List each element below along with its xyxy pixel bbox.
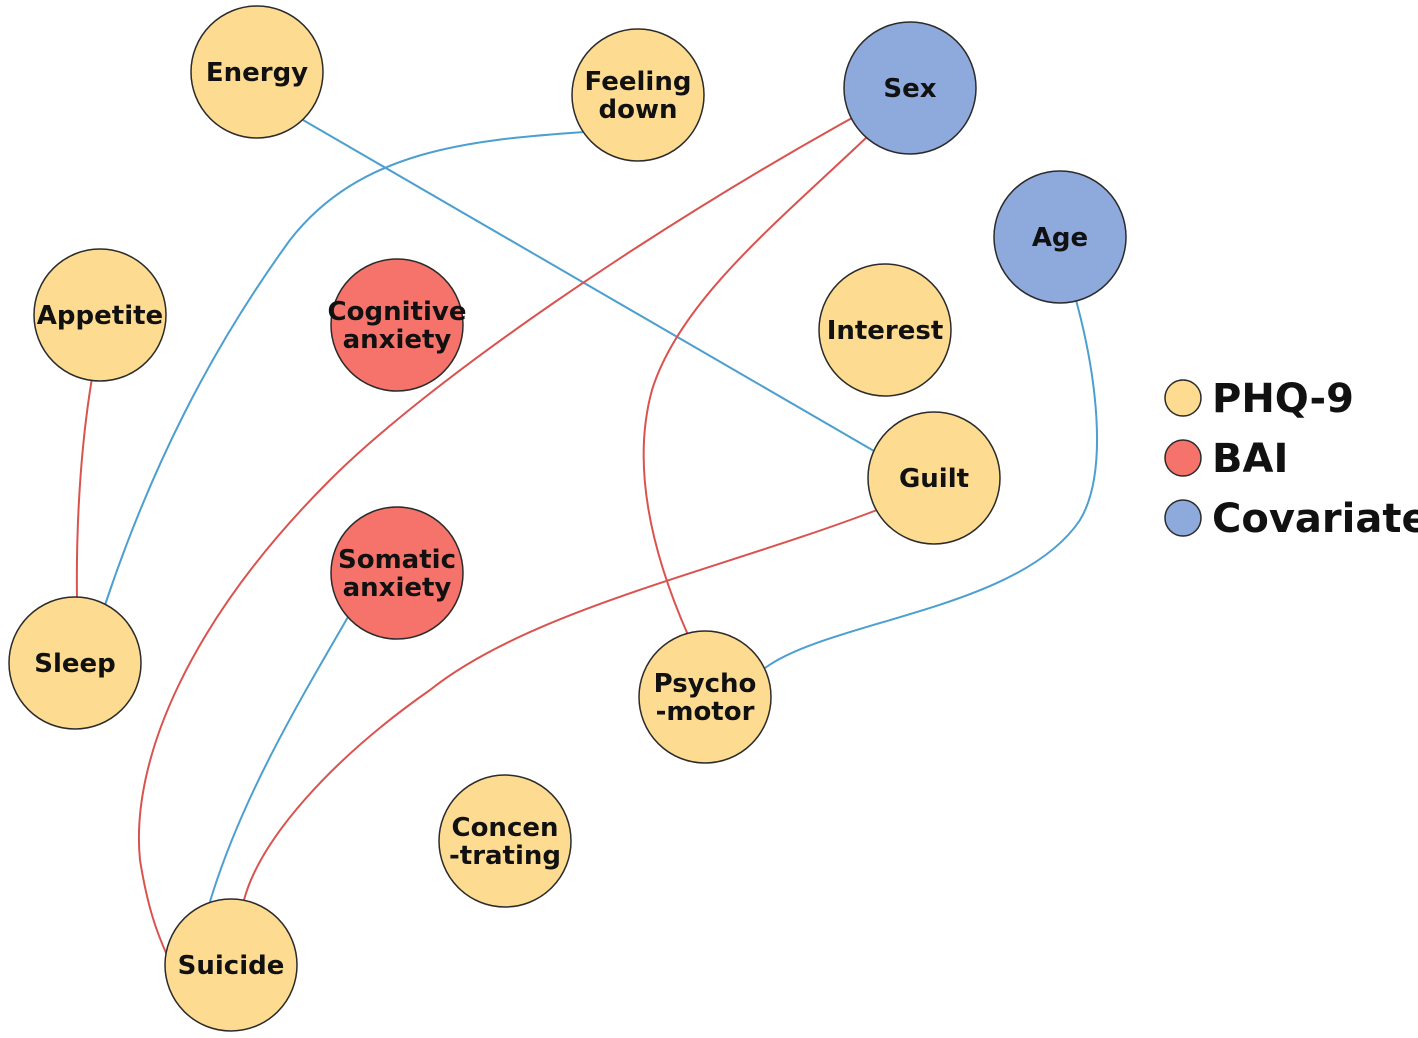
node-label: Suicide	[178, 951, 285, 981]
node-circle	[164, 898, 298, 1032]
legend-swatch	[1164, 499, 1202, 537]
node-label: anxiety	[343, 325, 452, 355]
node-sex: Sex	[843, 21, 977, 155]
node-label: Energy	[206, 58, 308, 88]
node-label: -trating	[449, 841, 561, 871]
edges-layer	[75, 117, 1098, 956]
legend-label: BAI	[1212, 436, 1288, 482]
node-circle	[867, 411, 1001, 545]
node-circle	[993, 170, 1127, 304]
node-suicide: Suicide	[164, 898, 298, 1032]
node-circle	[818, 263, 952, 397]
node-label: down	[598, 95, 677, 125]
node-circle	[843, 21, 977, 155]
node-circle	[638, 630, 772, 764]
node-label: Sex	[883, 74, 936, 104]
node-circle	[330, 258, 464, 392]
node-age: Age	[993, 170, 1127, 304]
node-label: Interest	[827, 316, 944, 346]
node-label: Psycho	[654, 669, 757, 699]
node-circle	[330, 506, 464, 640]
legend-item: Covariate	[1164, 496, 1418, 542]
node-concentrating: Concen-trating	[438, 774, 572, 908]
node-label: -motor	[656, 697, 755, 727]
node-sleep: Sleep	[8, 596, 142, 730]
node-circle	[8, 596, 142, 730]
node-appetite: Appetite	[33, 248, 167, 382]
node-psychomotor: Psycho-motor	[638, 630, 772, 764]
node-label: Concen	[451, 813, 558, 843]
node-interest: Interest	[818, 263, 952, 397]
node-label: anxiety	[343, 573, 452, 603]
edge-somatic-anxiety-suicide	[208, 616, 349, 906]
edge-sex-psychomotor	[642, 135, 869, 636]
legend-label: PHQ-9	[1212, 376, 1354, 422]
node-label: Cognitive	[328, 297, 467, 327]
edge-energy-guilt	[302, 119, 875, 452]
node-guilt: Guilt	[867, 411, 1001, 545]
node-energy: Energy	[190, 5, 324, 139]
legend-item: BAI	[1164, 436, 1288, 482]
edge-appetite-sleep	[75, 377, 93, 601]
legend-swatch	[1164, 379, 1202, 417]
node-label: Guilt	[899, 464, 969, 494]
node-label: Feeling	[585, 67, 692, 97]
legend-swatch	[1164, 439, 1202, 477]
node-circle	[33, 248, 167, 382]
node-label: Sleep	[34, 649, 116, 679]
legend-item: PHQ-9	[1164, 376, 1354, 422]
edge-sex-suicide	[138, 117, 853, 956]
node-label: Appetite	[37, 301, 163, 331]
edge-feeling-down-sleep	[104, 131, 585, 606]
node-circle	[438, 774, 572, 908]
edge-age-psychomotor	[764, 299, 1098, 669]
node-circle	[190, 5, 324, 139]
legend-label: Covariate	[1212, 496, 1418, 542]
node-label: Somatic	[338, 545, 456, 575]
node-label: Age	[1032, 223, 1088, 253]
edge-guilt-suicide	[243, 509, 878, 901]
node-circle	[571, 28, 705, 162]
